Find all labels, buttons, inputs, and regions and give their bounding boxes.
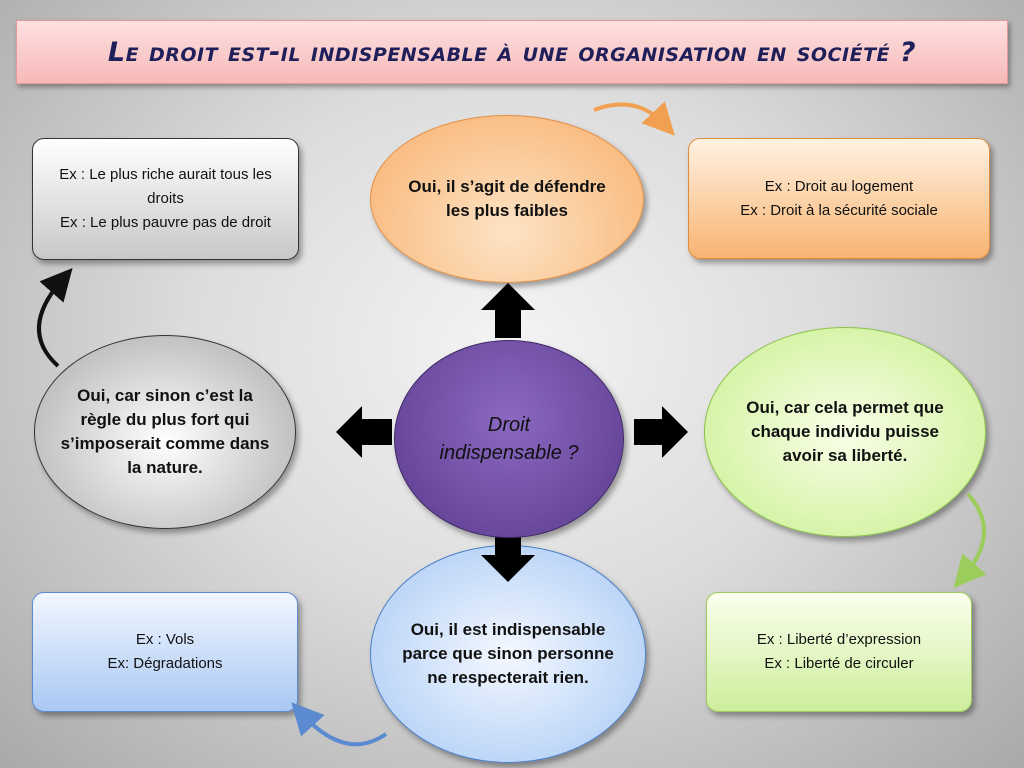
example-top-right-line-2: Ex : Droit à la sécurité sociale: [740, 201, 938, 219]
branch-right-text: Oui, car cela permet que chaque individu…: [746, 398, 944, 465]
example-box-top-right: Ex : Droit au logement Ex : Droit à la s…: [688, 138, 990, 259]
example-box-bottom-right: Ex : Liberté d’expression Ex : Liberté d…: [706, 592, 972, 712]
arrow-left-icon: [336, 406, 392, 458]
curved-arrow-green-icon: [953, 492, 987, 589]
branch-top-ellipse: Oui, il s’agit de défendre les plus faib…: [370, 115, 644, 283]
example-bottom-left-line-2: Ex: Dégradations: [107, 655, 223, 672]
example-bottom-left-line-1: Ex : Vols: [135, 631, 195, 648]
branch-top-text: Oui, il s’agit de défendre les plus faib…: [408, 177, 606, 220]
curved-arrow-orange-icon: [593, 101, 675, 136]
branch-left-text: Oui, car sinon c’est la règle du plus fo…: [60, 386, 270, 477]
example-box-top-left: Ex : Le plus riche aurait tous les droit…: [32, 138, 299, 260]
curved-arrow-blue-icon: [291, 702, 388, 747]
curved-arrow-black-icon: [36, 267, 73, 368]
page-title: Le droit est-il indispensable à une orga…: [107, 36, 917, 68]
branch-right-ellipse: Oui, car cela permet que chaque individu…: [704, 327, 986, 537]
center-label: Droit indispensable ?: [439, 414, 579, 464]
example-bottom-right-line-2: Ex : Liberté de circuler: [764, 655, 914, 672]
example-top-left-line-1: Ex : Le plus riche aurait tous les droit…: [59, 166, 272, 207]
center-ellipse: Droit indispensable ?: [394, 340, 624, 538]
branch-bottom-ellipse: Oui, il est indispensable parce que sino…: [370, 545, 646, 763]
branch-left-ellipse: Oui, car sinon c’est la règle du plus fo…: [34, 335, 296, 529]
arrow-up-icon: [481, 283, 535, 338]
example-top-left-line-2: Ex : Le plus pauvre pas de droit: [60, 214, 271, 231]
title-banner: Le droit est-il indispensable à une orga…: [16, 20, 1008, 84]
arrow-right-icon: [634, 406, 688, 458]
branch-bottom-text: Oui, il est indispensable parce que sino…: [402, 620, 614, 687]
example-bottom-right-line-1: Ex : Liberté d’expression: [756, 631, 922, 648]
example-box-bottom-left: Ex : Vols Ex: Dégradations: [32, 592, 298, 712]
example-top-right-line-1: Ex : Droit au logement: [764, 177, 914, 195]
